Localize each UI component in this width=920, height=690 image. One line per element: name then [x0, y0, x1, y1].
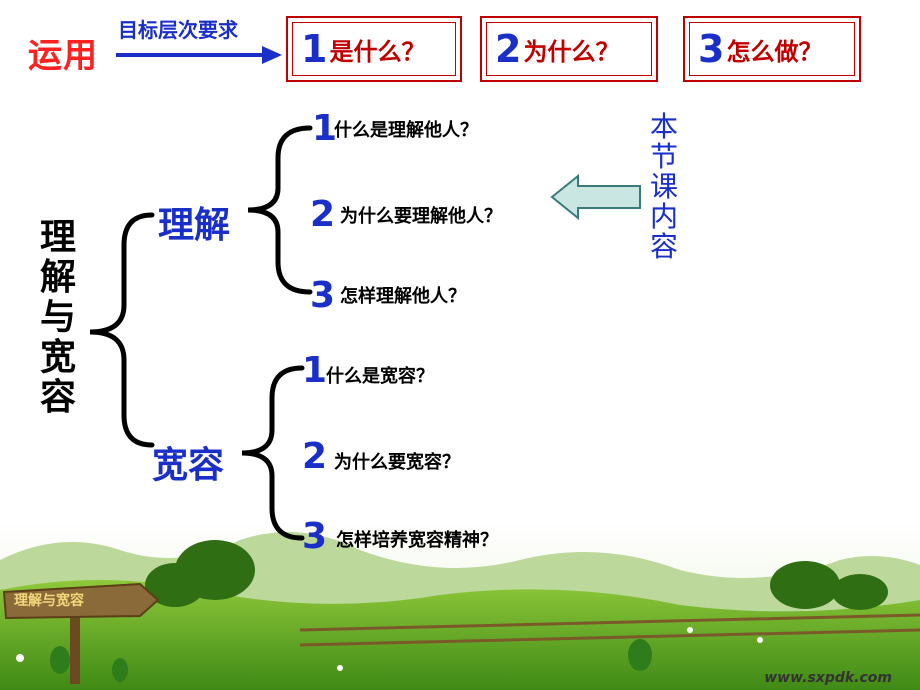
footer-url: www.sxpdk.com	[764, 670, 892, 686]
understand-item-3-number: 3	[310, 275, 336, 316]
tolerance-item-1-number: 1	[302, 350, 328, 391]
tolerance-heading: 宽容	[152, 445, 225, 486]
box-why-text: 为什么？	[523, 37, 620, 66]
box-why-number: 2	[495, 27, 522, 71]
understand-item-3-text: 怎样理解他人？	[340, 286, 466, 307]
tolerance-item-3-number: 3	[302, 516, 328, 557]
box-how-text: 怎么做？	[726, 37, 823, 66]
box-how: 3 怎么做？	[683, 16, 861, 82]
tolerance-item-3-text: 怎样培养宽容精神？	[336, 530, 498, 551]
box-why: 2 为什么？	[480, 16, 658, 82]
apply-label: 运用	[28, 36, 98, 76]
understand-item-1-text: 什么是理解他人？	[334, 120, 478, 141]
understand-item-2-number: 2	[310, 194, 336, 235]
signpost-icon	[2, 582, 160, 684]
understand-item-1-number: 1	[312, 108, 338, 149]
tolerance-item-2-text: 为什么要宽容？	[334, 452, 460, 473]
understand-item-2-text: 为什么要理解他人？	[340, 206, 502, 227]
box-what: 1 是什么？	[286, 16, 462, 82]
box-what-number: 1	[301, 27, 328, 71]
signpost-label: 理解与宽容	[14, 593, 84, 609]
tolerance-item-2-number: 2	[302, 436, 328, 477]
box-how-number: 3	[698, 27, 725, 71]
brace-lines	[89, 125, 313, 541]
left-arrow-icon	[550, 174, 641, 220]
main-title: 理解与宽容	[39, 217, 76, 418]
tolerance-item-1-text: 什么是宽容？	[326, 366, 434, 387]
understand-heading: 理解	[158, 205, 231, 246]
right-arrow-icon	[116, 46, 282, 64]
box-what-text: 是什么？	[329, 37, 426, 66]
landscape-background	[0, 520, 920, 690]
side-note: 本节课内容	[649, 110, 678, 263]
goal-label: 目标层次要求	[118, 18, 238, 42]
